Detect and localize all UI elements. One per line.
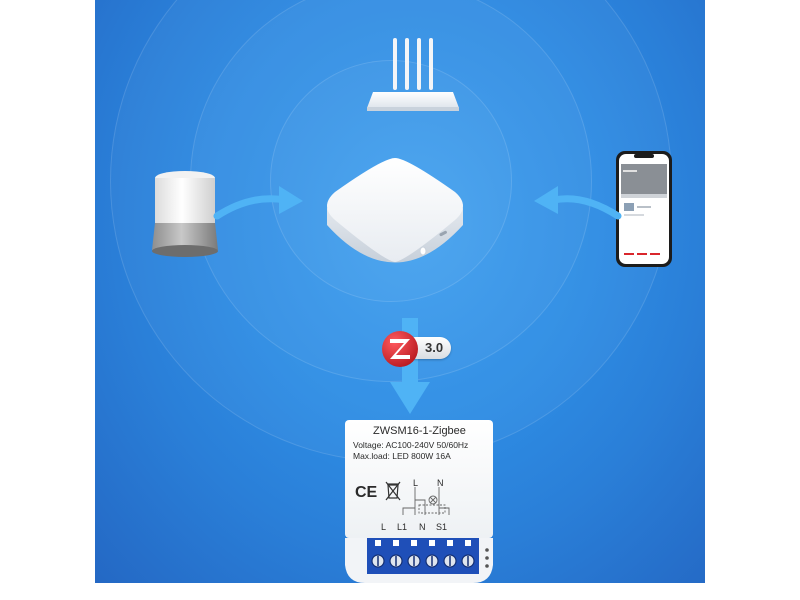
weee-bin-icon [385, 481, 401, 501]
arrow-speaker-to-hub [213, 186, 303, 220]
smart-speaker-icon [152, 171, 218, 257]
terminal-top-label: N [437, 478, 444, 488]
zigbee-badge: 3.0 [381, 330, 453, 368]
arrow-phone-to-hub [534, 186, 622, 220]
zigbee-hub-icon [327, 158, 463, 263]
module-voltage: Voltage: AC100-240V 50/60Hz [353, 440, 469, 450]
zigbee-version-label: 3.0 [425, 340, 444, 355]
terminal-bottom-label: N [419, 522, 426, 532]
ce-mark-icon: CE [355, 484, 378, 501]
terminal-top-label: L [413, 478, 419, 488]
signal-ring-inner [270, 60, 512, 302]
router-icon [367, 38, 459, 111]
module-max-load: Max.load: LED 800W 16A [353, 451, 451, 461]
module-model: ZWSM16-1-Zigbee [373, 425, 466, 437]
illustration-canvas: 3.0 [95, 0, 705, 583]
terminal-bottom-label: S1 [436, 522, 448, 532]
zigbee-logo-icon [382, 331, 418, 367]
module-body-icon [345, 420, 493, 583]
smartphone-icon [616, 151, 672, 267]
terminal-bottom-label: L1 [397, 522, 408, 532]
terminal-bottom-label: L [381, 522, 387, 532]
switch-module: ZWSM16-1-Zigbee Voltage: AC100-240V 50/6… [345, 420, 493, 583]
